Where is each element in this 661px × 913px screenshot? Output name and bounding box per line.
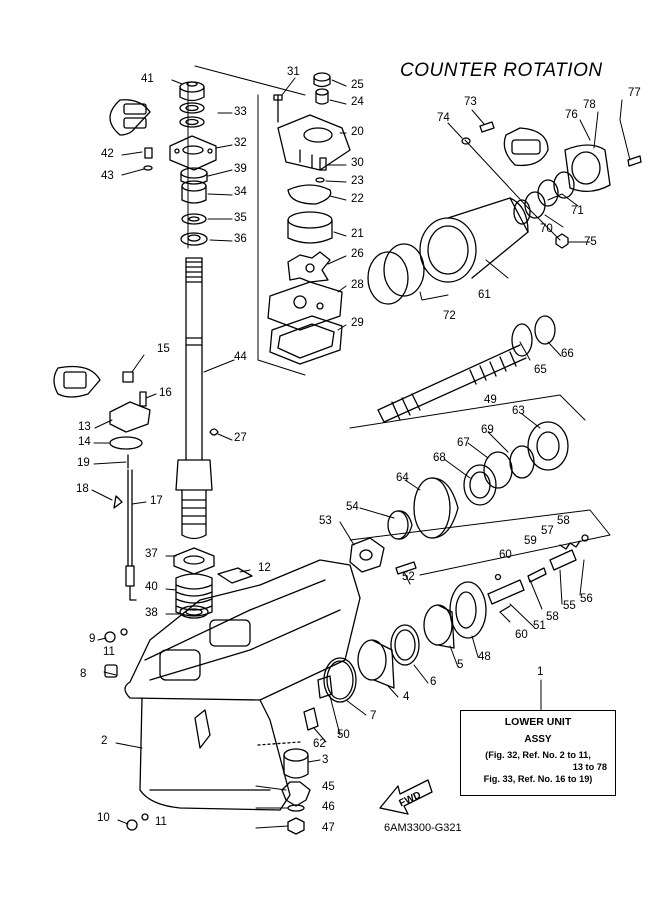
callout-69: 69 — [481, 424, 494, 436]
callout-51: 51 — [533, 620, 546, 632]
callout-32: 32 — [234, 137, 247, 149]
callout-25: 25 — [351, 79, 364, 91]
callout-47: 47 — [322, 822, 335, 834]
callout-16: 16 — [159, 387, 172, 399]
callout-37: 37 — [145, 548, 158, 560]
info-line-4: 13 to 78 — [572, 762, 607, 772]
shift-rod-group — [53, 365, 151, 601]
fwd-arrow — [379, 779, 433, 815]
diagram-title: COUNTER ROTATION — [400, 60, 603, 81]
callout-52: 52 — [402, 571, 415, 583]
callout-4: 4 — [403, 691, 410, 703]
callout-33: 33 — [234, 106, 247, 118]
callout-49: 49 — [484, 394, 497, 406]
callout-50: 50 — [337, 729, 350, 741]
callout-6: 6 — [430, 676, 437, 688]
callout-40: 40 — [145, 581, 158, 593]
callout-19: 19 — [77, 457, 90, 469]
callout-29: 29 — [351, 317, 364, 329]
callout-1: 1 — [537, 666, 544, 678]
lower-case — [104, 559, 361, 831]
callout-72: 72 — [443, 310, 456, 322]
callout-46: 46 — [322, 801, 335, 813]
callout-75: 75 — [584, 236, 597, 248]
callout-62: 62 — [313, 738, 326, 750]
callout-58: 58 — [557, 515, 570, 527]
callout-55: 55 — [563, 600, 576, 612]
callout-74: 74 — [437, 112, 450, 124]
callout-24: 24 — [351, 96, 364, 108]
callout-66: 66 — [561, 348, 574, 360]
callout-23: 23 — [351, 175, 364, 187]
info-line-3: (Fig. 32, Ref. No. 2 to 11, — [485, 750, 591, 760]
callout-18: 18 — [76, 483, 89, 495]
lower-unit-info-box: LOWER UNIT ASSY (Fig. 32, Ref. No. 2 to … — [460, 710, 616, 796]
callout-36: 36 — [234, 233, 247, 245]
callout-63: 63 — [512, 405, 525, 417]
callout-14: 14 — [78, 436, 91, 448]
callout-61: 61 — [478, 289, 491, 301]
drawing-code: 6AM3300-G321 — [384, 822, 462, 834]
water-pump-group — [257, 72, 351, 376]
callout-2: 2 — [101, 735, 108, 747]
callout-64: 64 — [396, 472, 409, 484]
callout-44: 44 — [234, 351, 247, 363]
info-line-2: ASSY — [524, 734, 552, 745]
callout-71: 71 — [571, 205, 584, 217]
gear-case-group — [281, 315, 611, 835]
callout-45: 45 — [322, 781, 335, 793]
callout-35: 35 — [234, 212, 247, 224]
callout-57: 57 — [541, 525, 554, 537]
callout-5: 5 — [457, 659, 464, 671]
callout-73: 73 — [464, 96, 477, 108]
callout-76: 76 — [565, 109, 578, 121]
callout-8: 8 — [80, 668, 87, 680]
callout-11-b: 11 — [155, 816, 167, 828]
shaft-housing-group — [367, 121, 642, 305]
callout-30: 30 — [351, 157, 364, 169]
callout-26: 26 — [351, 248, 364, 260]
callout-43: 43 — [101, 170, 114, 182]
callout-65: 65 — [534, 364, 547, 376]
callout-77: 77 — [628, 87, 641, 99]
callout-53: 53 — [319, 515, 332, 527]
callout-3: 3 — [322, 754, 329, 766]
callout-78: 78 — [583, 99, 596, 111]
callout-41: 41 — [141, 73, 154, 85]
info-line-1: LOWER UNIT — [504, 716, 572, 728]
callout-39: 39 — [234, 163, 247, 175]
callout-21: 21 — [351, 228, 364, 240]
callout-22: 22 — [351, 193, 364, 205]
callout-28: 28 — [351, 279, 364, 291]
callout-15: 15 — [157, 343, 170, 355]
callout-11: 11 — [103, 646, 115, 658]
callout-42: 42 — [101, 148, 114, 160]
callout-17: 17 — [150, 495, 163, 507]
callout-60: 60 — [499, 549, 512, 561]
callout-27: 27 — [234, 432, 247, 444]
callout-58-b: 58 — [546, 611, 559, 623]
callout-70: 70 — [540, 223, 553, 235]
callout-20: 20 — [351, 126, 364, 138]
info-line-5: Fig. 33, Ref. No. 16 to 19) — [483, 774, 593, 784]
callout-13: 13 — [78, 421, 91, 433]
drive-shaft-group — [109, 65, 306, 619]
callout-59: 59 — [524, 535, 537, 547]
callout-31: 31 — [287, 66, 300, 78]
callout-12: 12 — [258, 562, 271, 574]
callout-7: 7 — [370, 710, 377, 722]
callout-54: 54 — [346, 501, 359, 513]
callout-38: 38 — [145, 607, 158, 619]
callout-68: 68 — [433, 452, 446, 464]
callout-60-b: 60 — [515, 629, 528, 641]
leader-lines — [91, 77, 631, 829]
callout-10: 10 — [97, 812, 110, 824]
callout-67: 67 — [457, 437, 470, 449]
callout-48: 48 — [478, 651, 491, 663]
callout-9: 9 — [89, 633, 96, 645]
callout-34: 34 — [234, 186, 247, 198]
callout-56: 56 — [580, 593, 593, 605]
